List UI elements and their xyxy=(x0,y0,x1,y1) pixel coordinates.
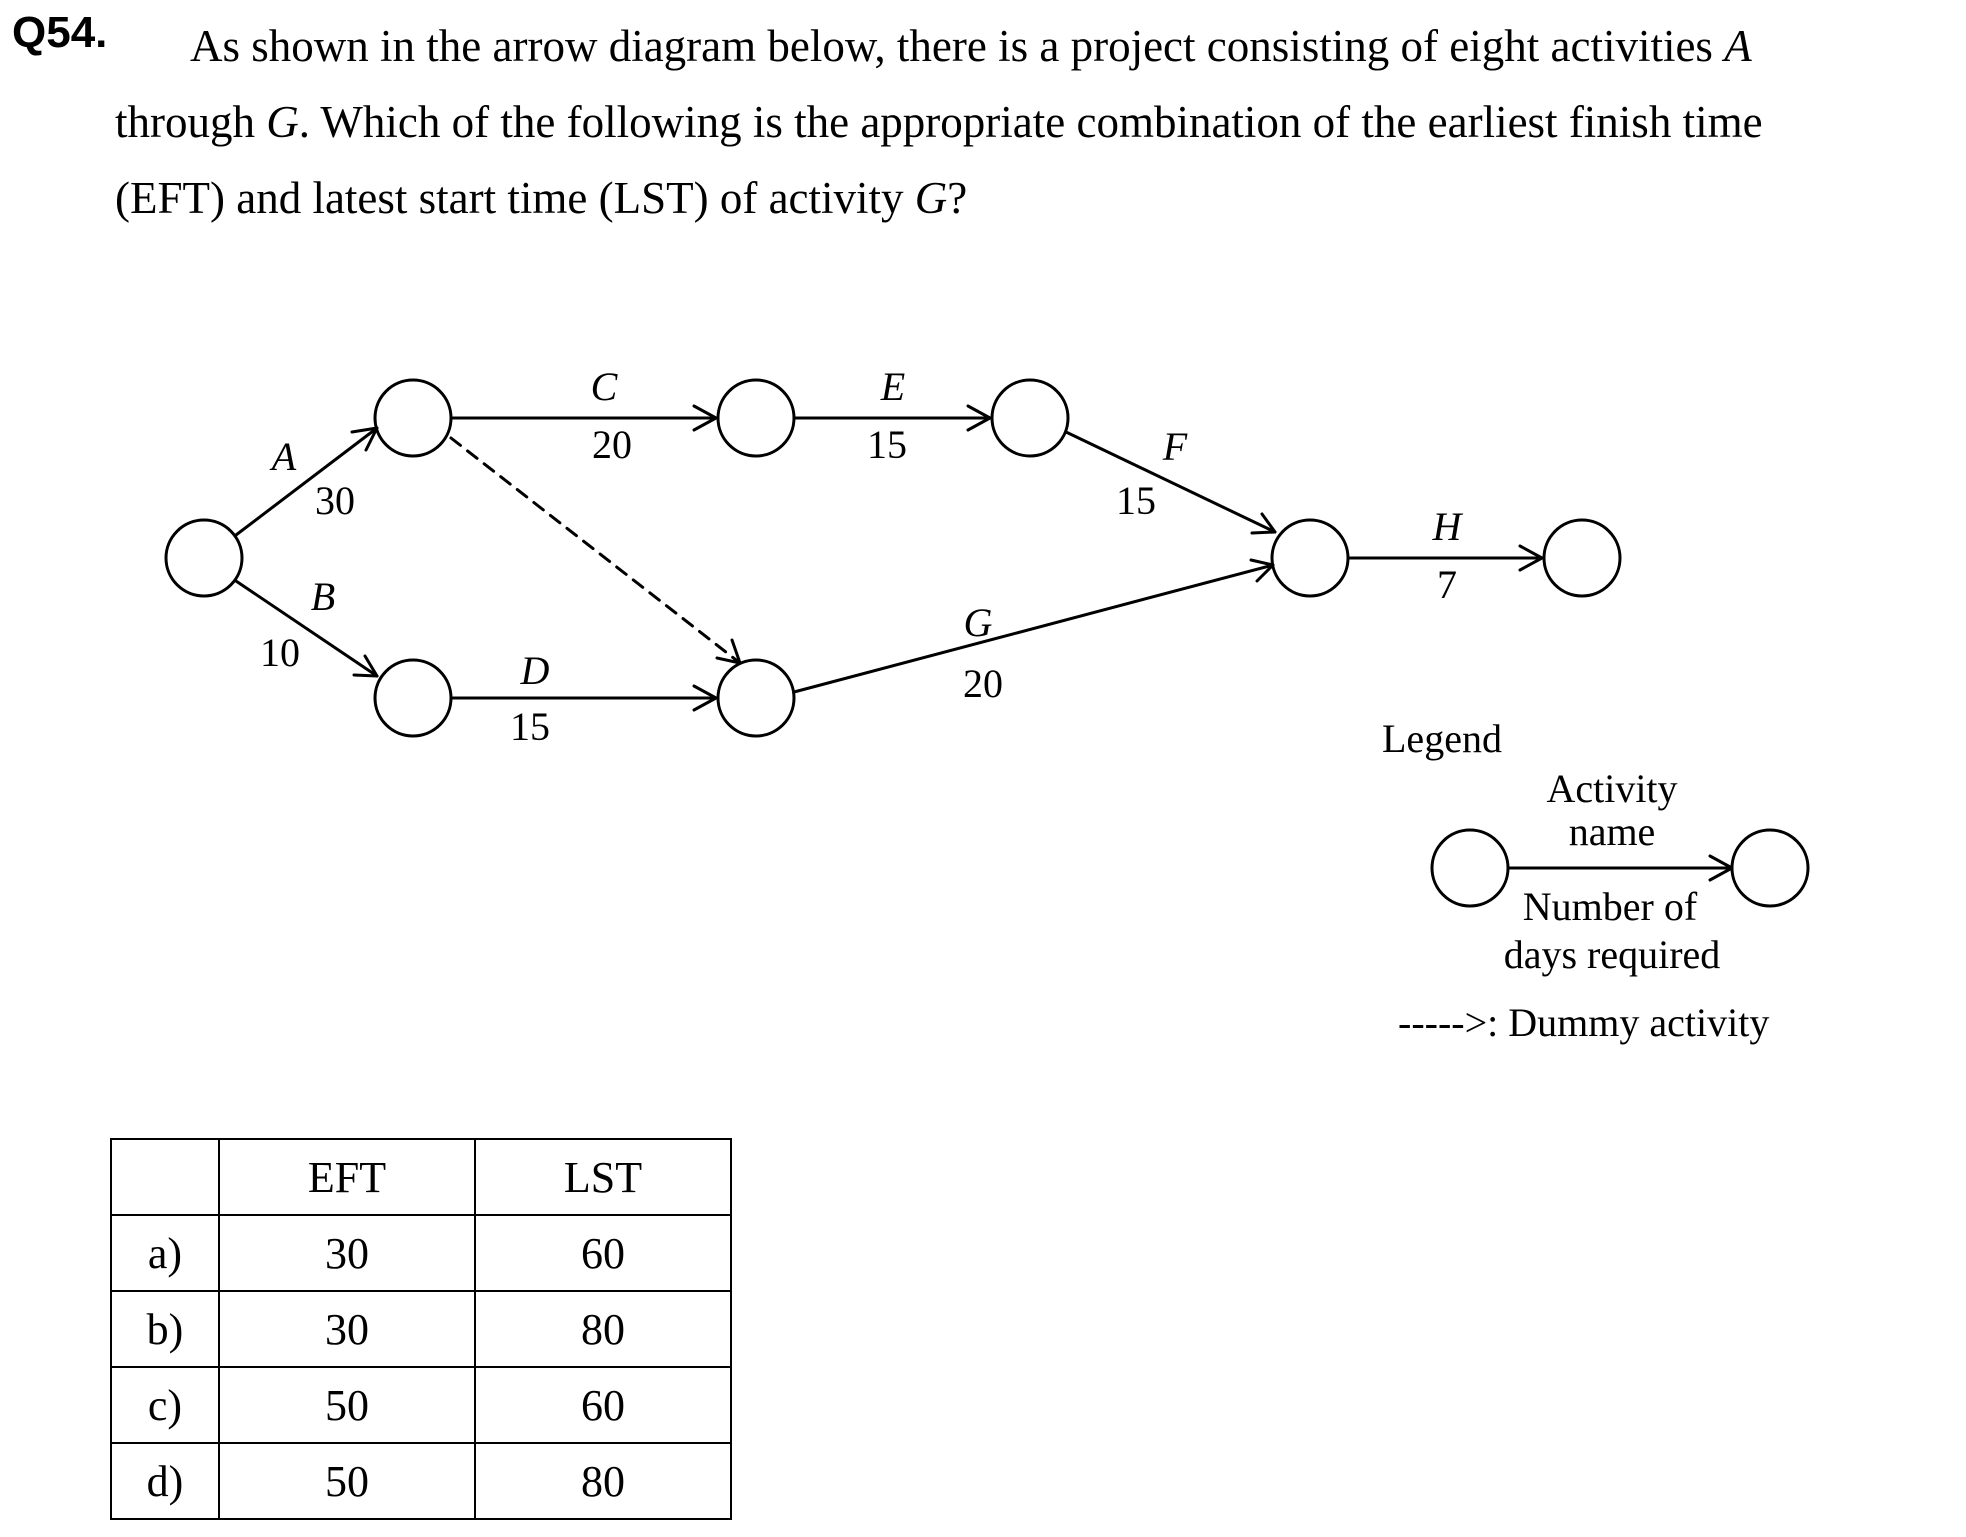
label-e-days: 15 xyxy=(867,422,907,467)
option-label: d) xyxy=(110,1442,220,1520)
label-b-name: B xyxy=(311,574,335,619)
label-a-name: A xyxy=(269,434,297,479)
header-lst: LST xyxy=(474,1138,732,1216)
table-row: a) 30 60 xyxy=(110,1214,732,1292)
option-lst: 80 xyxy=(474,1442,732,1520)
node-after-a xyxy=(373,378,453,458)
legend-arrow xyxy=(1506,854,1734,882)
label-d-days: 15 xyxy=(510,704,550,749)
question-line-3: (EFT) and latest start time (LST) of act… xyxy=(115,173,968,223)
legend-days-2: days required xyxy=(1504,932,1721,977)
question-text: As shown in the arrow diagram below, the… xyxy=(115,8,1960,236)
option-label: c) xyxy=(110,1366,220,1444)
legend-days-1: Number of xyxy=(1523,884,1698,929)
option-label: a) xyxy=(110,1214,220,1292)
label-g-name: G xyxy=(964,600,993,645)
answer-table: EFT LST a) 30 60 b) 30 80 c) 50 60 d) 50… xyxy=(110,1138,732,1520)
table-row: d) 50 80 xyxy=(110,1442,732,1520)
label-h-days: 7 xyxy=(1437,562,1457,607)
option-lst: 60 xyxy=(474,1366,732,1444)
node-after-e xyxy=(990,378,1070,458)
header-eft: EFT xyxy=(218,1138,476,1216)
question-number: Q54. xyxy=(12,8,108,57)
arrow-e xyxy=(792,404,992,432)
arrow-g xyxy=(792,558,1275,694)
arrow-h xyxy=(1346,544,1544,572)
legend-dummy: ----->: Dummy activity xyxy=(1398,1000,1769,1045)
label-e-name: E xyxy=(880,364,905,409)
arrow-d xyxy=(449,684,718,712)
legend-activity-name-2: name xyxy=(1569,809,1656,854)
node-end xyxy=(1542,518,1622,598)
legend-title: Legend xyxy=(1382,716,1502,761)
label-d-name: D xyxy=(520,648,550,693)
arrow-b xyxy=(234,579,379,678)
header-blank xyxy=(110,1138,220,1216)
table-row: c) 50 60 xyxy=(110,1366,732,1444)
arrow-a xyxy=(234,426,379,537)
option-eft: 50 xyxy=(218,1366,476,1444)
option-eft: 30 xyxy=(218,1290,476,1368)
arrow-f xyxy=(1064,430,1277,535)
option-eft: 30 xyxy=(218,1214,476,1292)
option-lst: 60 xyxy=(474,1214,732,1292)
node-start xyxy=(164,518,244,598)
node-after-d xyxy=(716,658,796,738)
question-line-2: through G. Which of the following is the… xyxy=(115,97,1763,147)
node-after-b xyxy=(373,658,453,738)
label-h-name: H xyxy=(1432,504,1464,549)
legend-node-right xyxy=(1730,828,1810,908)
label-b-days: 10 xyxy=(260,630,300,675)
arrow-diagram: A 30 B 10 C 20 D 15 E 15 F 15 G 20 H 7 L… xyxy=(164,364,1810,1045)
legend-node-left xyxy=(1430,828,1510,908)
table-header-row: EFT LST xyxy=(110,1138,732,1216)
label-c-days: 20 xyxy=(592,422,632,467)
label-c-name: C xyxy=(591,364,619,409)
label-f-days: 15 xyxy=(1116,478,1156,523)
arrow-dummy xyxy=(449,436,742,665)
question-line-1: As shown in the arrow diagram below, the… xyxy=(190,21,1752,71)
option-label: b) xyxy=(110,1290,220,1368)
option-lst: 80 xyxy=(474,1290,732,1368)
table-row: b) 30 80 xyxy=(110,1290,732,1368)
label-g-days: 20 xyxy=(963,661,1003,706)
option-eft: 50 xyxy=(218,1442,476,1520)
legend-activity-name-1: Activity xyxy=(1546,766,1677,811)
arrow-c xyxy=(449,404,718,432)
label-a-days: 30 xyxy=(315,478,355,523)
node-after-c xyxy=(716,378,796,458)
label-f-name: F xyxy=(1162,424,1188,469)
node-merge xyxy=(1270,518,1350,598)
